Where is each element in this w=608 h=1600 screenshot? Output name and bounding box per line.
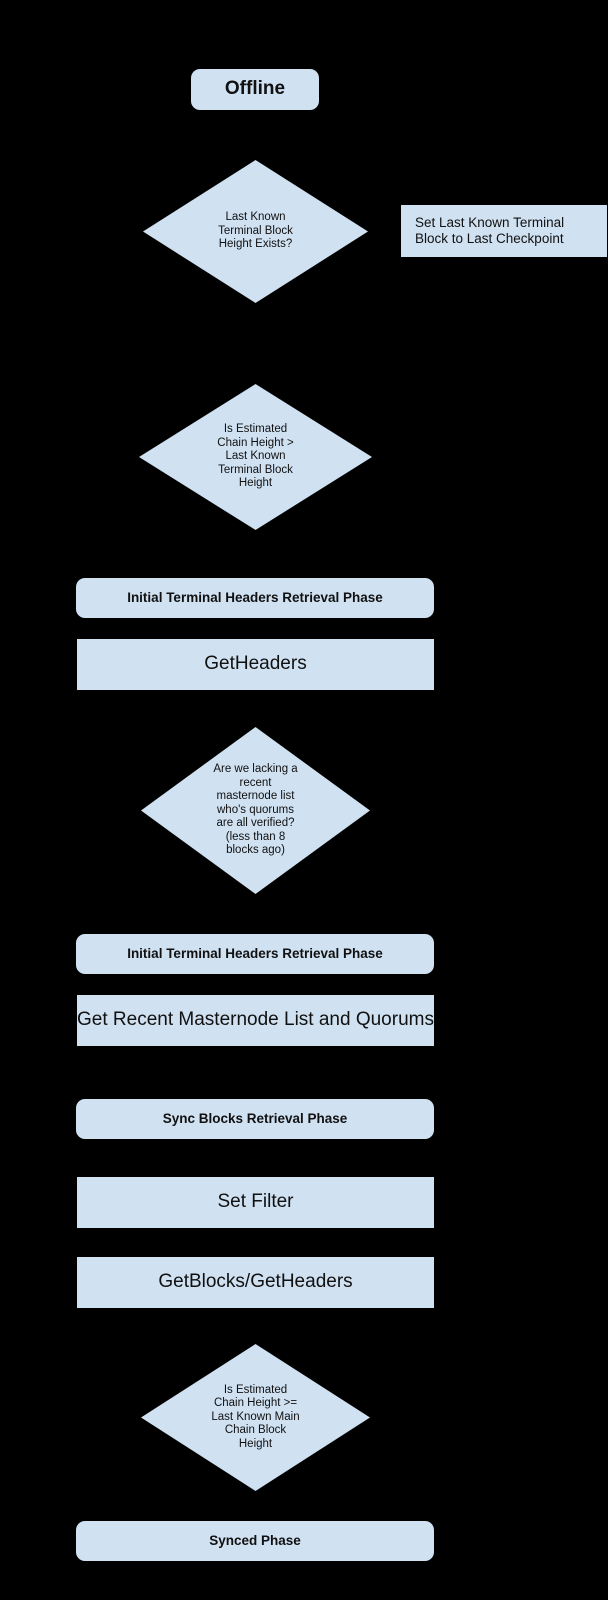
node-get-blocks-get-headers[interactable]: GetBlocks/GetHeaders: [77, 1257, 434, 1308]
node-set-filter-label: Set Filter: [217, 1191, 294, 1213]
node-get-blocks-get-headers-label: GetBlocks/GetHeaders: [158, 1271, 353, 1293]
node-get-recent-masternode-list[interactable]: Get Recent Masternode List and Quorums: [77, 995, 434, 1046]
node-get-headers-label: GetHeaders: [204, 653, 307, 675]
node-decision-estimated-gte-main[interactable]: Is Estimated Chain Height >= Last Known …: [141, 1344, 370, 1491]
node-set-last-known-terminal-block-label: Set Last Known Terminal Block to Last Ch…: [415, 215, 565, 246]
node-offline[interactable]: Offline: [191, 69, 319, 110]
node-get-recent-masternode-list-label: Get Recent Masternode List and Quorums: [77, 1009, 434, 1031]
node-offline-label: Offline: [224, 78, 286, 100]
node-phase-synced-label: Synced Phase: [209, 1533, 301, 1549]
node-phase-initial-terminal-headers-1[interactable]: Initial Terminal Headers Retrieval Phase: [76, 578, 434, 618]
node-set-last-known-terminal-block[interactable]: Set Last Known Terminal Block to Last Ch…: [401, 205, 607, 257]
node-decision-estimated-gt-terminal[interactable]: Is Estimated Chain Height > Last Known T…: [139, 384, 372, 530]
node-phase-synced[interactable]: Synced Phase: [76, 1521, 434, 1561]
node-decision-masternode-list-label: Are we lacking a recent masternode list …: [213, 763, 298, 857]
node-decision-masternode-list[interactable]: Are we lacking a recent masternode list …: [141, 727, 370, 894]
node-decision-terminal-height-exists-label: Last Known Terminal Block Height Exists?: [218, 211, 293, 251]
node-phase-sync-blocks-retrieval[interactable]: Sync Blocks Retrieval Phase: [76, 1099, 434, 1139]
node-decision-terminal-height-exists[interactable]: Last Known Terminal Block Height Exists?: [143, 160, 368, 303]
node-get-headers[interactable]: GetHeaders: [77, 639, 434, 690]
node-phase-initial-terminal-headers-1-label: Initial Terminal Headers Retrieval Phase: [127, 590, 383, 606]
node-phase-initial-terminal-headers-2-label: Initial Terminal Headers Retrieval Phase: [127, 946, 383, 962]
node-decision-estimated-gt-terminal-label: Is Estimated Chain Height > Last Known T…: [217, 423, 294, 490]
node-decision-estimated-gte-main-label: Is Estimated Chain Height >= Last Known …: [211, 1383, 300, 1450]
node-phase-sync-blocks-retrieval-label: Sync Blocks Retrieval Phase: [162, 1111, 348, 1127]
node-phase-initial-terminal-headers-2[interactable]: Initial Terminal Headers Retrieval Phase: [76, 934, 434, 974]
node-set-filter[interactable]: Set Filter: [77, 1177, 434, 1228]
